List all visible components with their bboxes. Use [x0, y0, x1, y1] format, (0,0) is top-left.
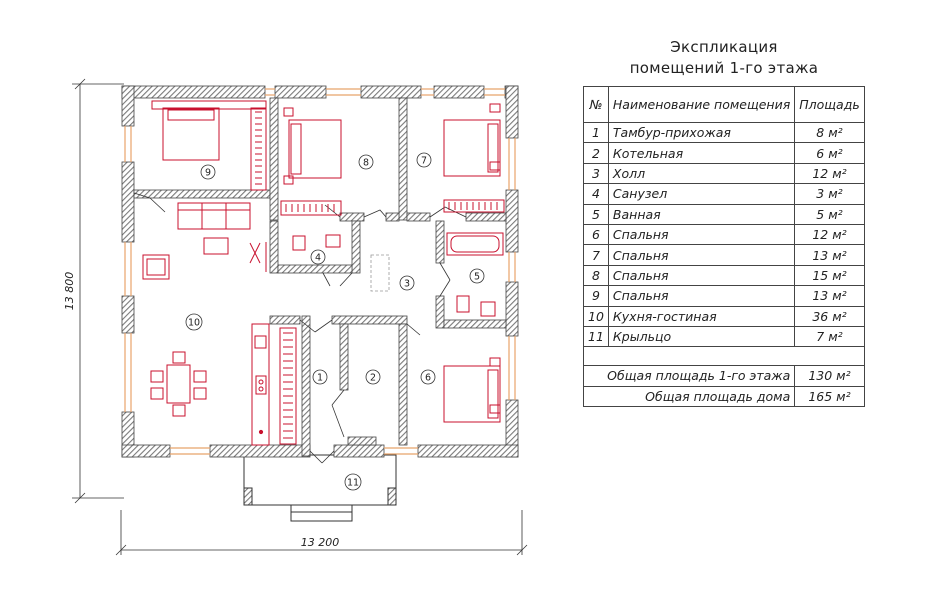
row-num: 7: [583, 244, 609, 266]
row-name: Спальня: [607, 264, 796, 287]
row-area: 12 м²: [794, 223, 865, 246]
row-area: 36 м²: [794, 305, 865, 327]
row-name: Котельная: [607, 142, 796, 164]
room-number-10: 10: [188, 318, 200, 329]
room-number-1: 1: [317, 373, 323, 384]
row-num: 8: [583, 264, 609, 287]
header-name: Наименование помещения: [607, 86, 796, 123]
row-name: Ванная: [607, 203, 796, 225]
total-area: 130 м²: [794, 365, 865, 387]
row-name: Спальня: [607, 285, 796, 307]
header-num: №: [583, 86, 609, 123]
room-number-2: 2: [370, 373, 376, 384]
dimension-lines: [72, 78, 528, 556]
row-name: Тамбур-прихожая: [607, 121, 796, 144]
row-area: 8 м²: [794, 121, 865, 144]
windows: [124, 88, 516, 455]
table-spacer-row: [583, 346, 865, 367]
row-num: 1: [583, 121, 609, 144]
room-number-4: 4: [315, 253, 321, 264]
porch: [243, 454, 397, 522]
row-num: 6: [583, 223, 609, 246]
interior-walls: [133, 97, 507, 457]
row-num: 5: [583, 203, 609, 225]
room-number-3: 3: [404, 279, 410, 290]
furniture: [142, 100, 505, 446]
room-number-7: 7: [421, 156, 427, 167]
outer-walls: [121, 85, 519, 458]
height-dimension-label: 13 800: [63, 272, 76, 311]
row-name: Спальня: [607, 223, 796, 246]
row-name: Кухня-гостиная: [607, 305, 796, 327]
row-name: Крыльцо: [607, 325, 796, 348]
row-area: 3 м²: [794, 183, 865, 205]
row-name: Спальня: [607, 244, 796, 266]
table-header-row: № Наименование помещения Площадь: [583, 86, 865, 123]
explication-subtitle: помещений 1-го этажа: [629, 59, 819, 77]
row-name: Холл: [607, 162, 796, 185]
hall-rug: [370, 254, 390, 292]
header-area: Площадь: [794, 86, 865, 123]
total-area: 165 м²: [794, 385, 865, 408]
room-number-8: 8: [363, 158, 369, 169]
row-num: 2: [583, 142, 609, 164]
row-name: Санузел: [607, 183, 796, 205]
explication-title: Экспликация: [670, 38, 778, 56]
room-number-9: 9: [205, 168, 211, 179]
row-area: 6 м²: [794, 142, 865, 164]
row-num: 10: [583, 305, 609, 327]
row-area: 7 м²: [794, 325, 865, 348]
total-label: Общая площадь дома: [582, 385, 796, 408]
row-num: 11: [583, 325, 609, 348]
row-area: 15 м²: [794, 264, 865, 287]
row-num: 9: [583, 285, 609, 307]
row-area: 12 м²: [794, 162, 865, 185]
room-number-11: 11: [347, 478, 359, 489]
room-markers: [185, 152, 485, 491]
row-num: 4: [583, 183, 609, 205]
row-area: 5 м²: [794, 203, 865, 225]
room-number-6: 6: [425, 373, 431, 384]
room-numbers: 1 2 3 4 5 6 7 8 9 10 11: [188, 156, 480, 489]
width-dimension-label: 13 200: [301, 536, 340, 549]
total-label: Общая площадь 1-го этажа: [582, 365, 796, 387]
room-number-5: 5: [474, 272, 480, 283]
row-num: 3: [583, 162, 609, 185]
doors: [133, 192, 467, 464]
row-area: 13 м²: [794, 285, 865, 307]
row-area: 13 м²: [794, 244, 865, 266]
